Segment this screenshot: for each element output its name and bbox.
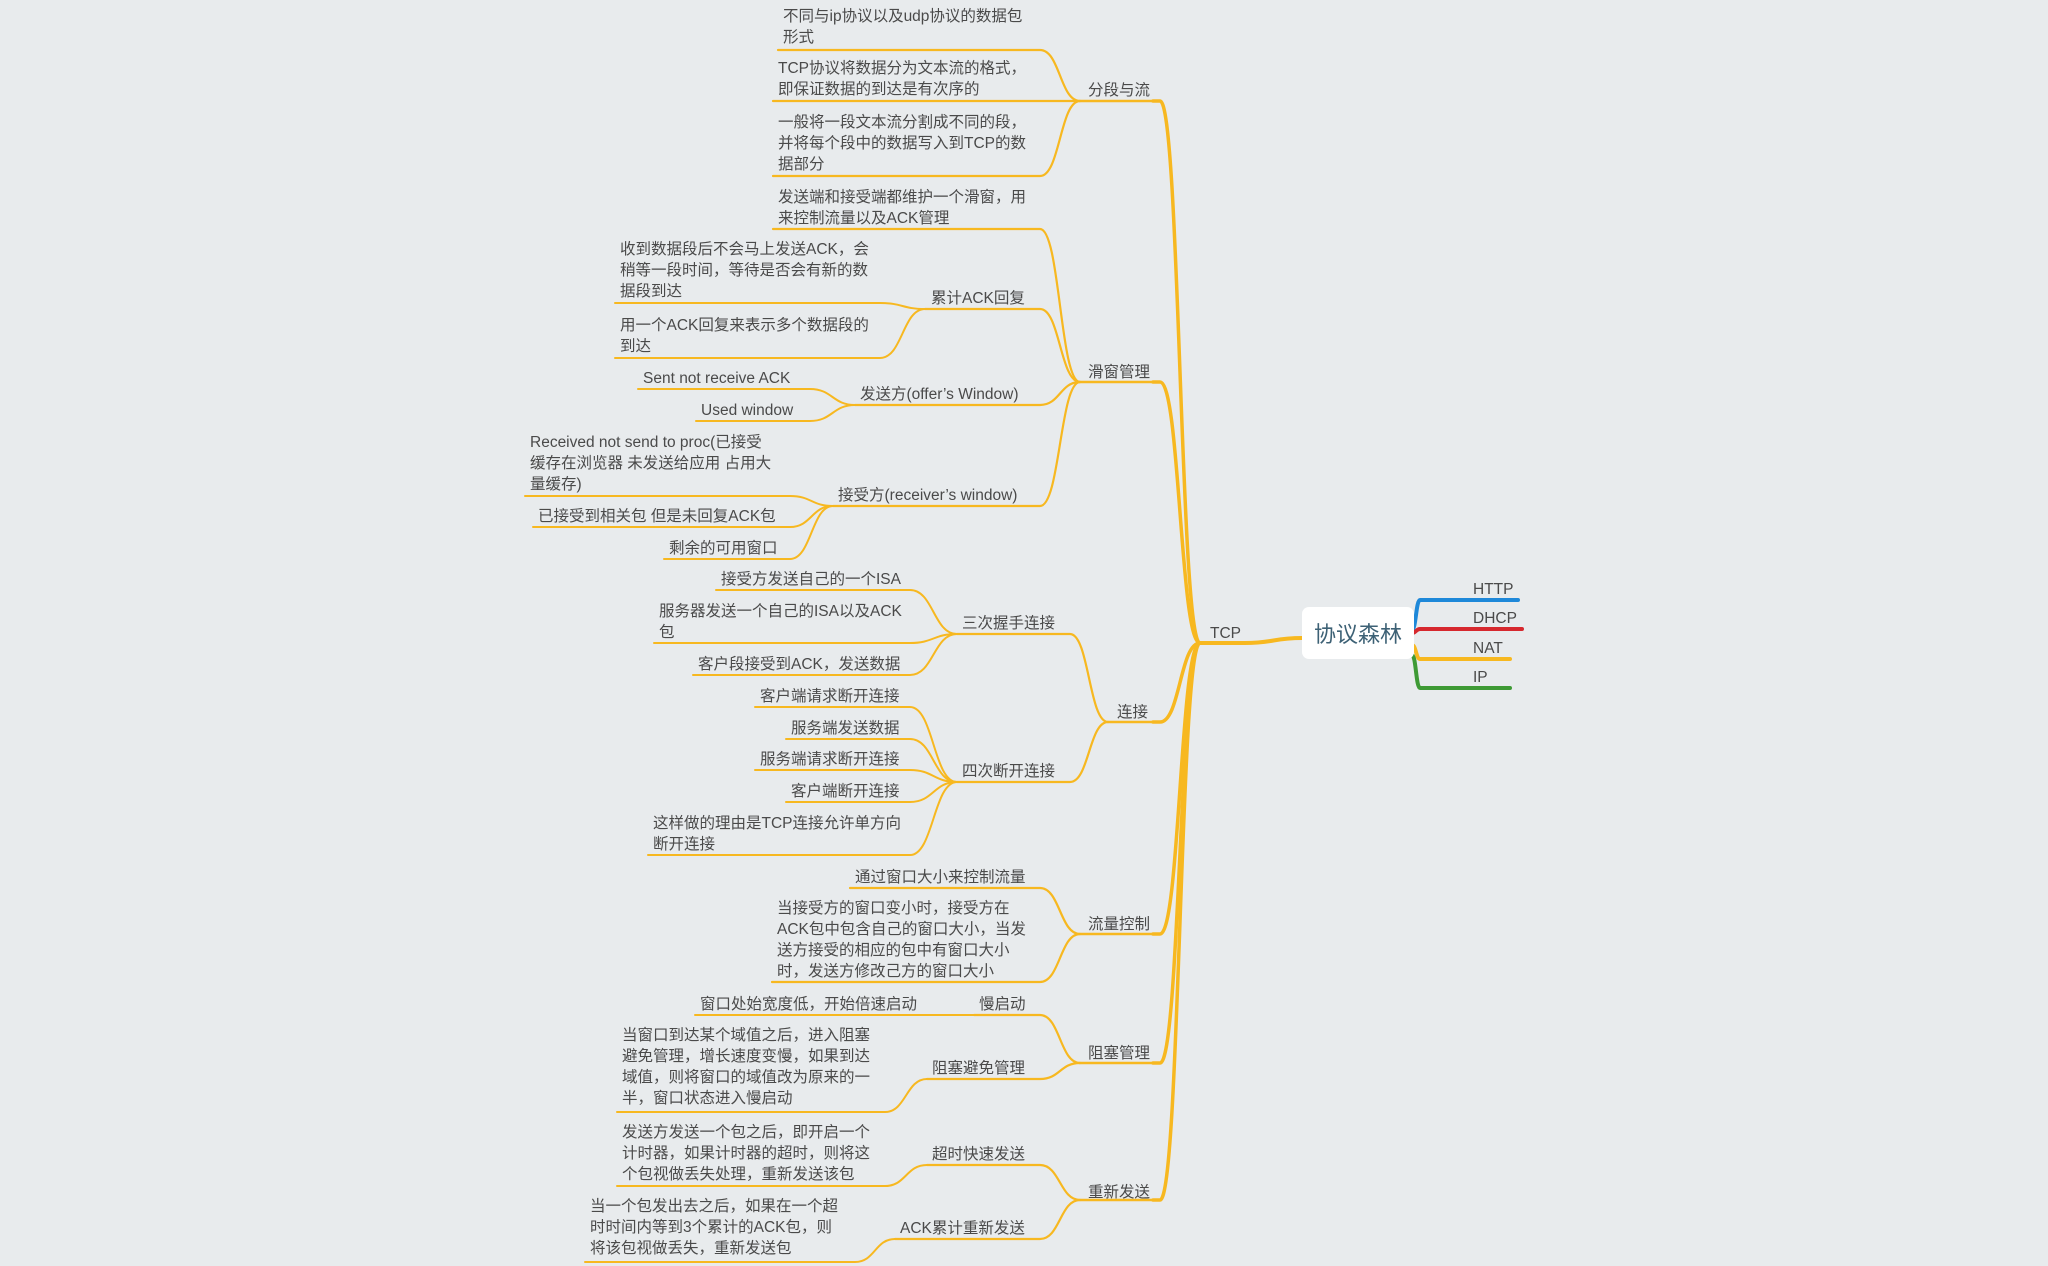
connector-line <box>955 632 1110 724</box>
leaf-node[interactable]: 已接受到相关包 但是未回复ACK包 <box>538 508 776 525</box>
connector-line <box>923 307 1082 384</box>
leaf-node[interactable]: 当接受方的窗口变小时，接受方在 ACK包中包含自己的窗口大小，当发 送方接受的相… <box>777 900 1026 980</box>
connector-line <box>770 932 1082 984</box>
leaf-node[interactable]: 窗口处始宽度低，开始倍速启动 <box>700 996 918 1013</box>
connector-line <box>692 633 958 676</box>
leaf-node[interactable]: 客户端请求断开连接 <box>760 688 900 705</box>
leaf-node[interactable]: 这样做的理由是TCP连接允许单方向 断开连接 <box>653 815 902 853</box>
leaf-node[interactable]: 发送方发送一个包之后，即开启一个 计时器，如果计时器的超时，则将这 个包视做丢失… <box>622 1124 871 1183</box>
topic-resend[interactable]: 重新发送 <box>1088 1184 1151 1201</box>
connector-line <box>663 505 834 560</box>
branch-nat[interactable]: NAT <box>1473 640 1503 657</box>
subtopic-ack[interactable]: 累计ACK回复 <box>931 290 1025 307</box>
connector-line <box>754 706 958 783</box>
connector-line <box>715 589 958 635</box>
connector-line <box>1151 380 1202 645</box>
connector-line <box>1410 653 1512 690</box>
subtopic-ack-resend[interactable]: ACK累计重新发送 <box>900 1220 1025 1237</box>
connector-line <box>853 380 1082 407</box>
connector-line <box>771 99 1082 178</box>
leaf-node[interactable]: TCP协议将数据分为文本流的格式， 即保证数据的到达是有次序的 <box>778 60 1027 98</box>
leaf-node[interactable]: 一般将一段文本流分割成不同的段， 并将每个段中的数据写入到TCP的数 据部分 <box>778 114 1027 173</box>
connector-line <box>1198 636 1304 645</box>
connector-line <box>754 769 958 783</box>
connector-line <box>955 720 1110 784</box>
connector-line <box>925 1061 1082 1081</box>
branch-dhcp[interactable]: DHCP <box>1473 610 1517 627</box>
leaf-node[interactable]: 服务端请求断开连接 <box>760 751 900 768</box>
topic-flow[interactable]: 流量控制 <box>1088 916 1151 933</box>
connector-line <box>785 738 958 783</box>
connector-line <box>893 1198 1082 1241</box>
leaf-node[interactable]: 当一个包发出去之后，如果在一个超 时时间内等到3个累计的ACK包，则 将该包视做… <box>590 1198 839 1257</box>
connector-line <box>614 302 926 310</box>
leaf-node[interactable]: 服务器发送一个自己的ISA以及ACK 包 <box>659 603 902 641</box>
connector-line <box>584 1238 896 1263</box>
connector-line <box>695 404 856 422</box>
leaf-node[interactable]: 客户段接受到ACK，发送数据 <box>698 656 901 673</box>
subtopic-sender[interactable]: 发送方(offer’s Window) <box>860 386 1019 403</box>
leaf-node[interactable]: Received not send to proc(已接受 缓存在浏览器 未发送… <box>530 434 772 493</box>
leaf-node[interactable]: 客户端断开连接 <box>791 783 900 800</box>
connector-line <box>616 1078 928 1113</box>
connector-line <box>771 227 1082 384</box>
topic-connection[interactable]: 连接 <box>1117 704 1149 721</box>
leaf-node[interactable]: 服务端发送数据 <box>791 720 900 737</box>
branch-http[interactable]: HTTP <box>1473 581 1514 598</box>
leaf-node[interactable]: 收到数据段后不会马上发送ACK，会 稍等一段时间，等待是否会有新的数 据段到达 <box>620 241 869 300</box>
connector-line <box>637 388 856 406</box>
subtopic-timeout[interactable]: 超时快速发送 <box>932 1146 1026 1163</box>
connector-line <box>831 380 1082 508</box>
leaf-node[interactable]: 通过窗口大小来控制流量 <box>855 869 1026 886</box>
leaf-node[interactable]: Sent not receive ACK <box>643 370 791 387</box>
connector-line <box>785 781 958 803</box>
connector-line <box>1151 641 1202 724</box>
connector-line <box>1151 641 1202 1202</box>
topic-window[interactable]: 滑窗管理 <box>1088 364 1151 381</box>
subtopic-avoid[interactable]: 阻塞避免管理 <box>932 1060 1026 1077</box>
leaf-node[interactable]: 当窗口到达某个域值之后，进入阻塞 避免管理，增长速度变慢，如果到达 域值，则将窗… <box>622 1027 871 1107</box>
connector-line <box>616 1164 928 1187</box>
connector-line <box>776 48 1082 103</box>
topic-congestion[interactable]: 阻塞管理 <box>1088 1045 1151 1062</box>
connector-line <box>524 495 834 507</box>
leaf-node[interactable]: 用一个ACK回复来表示多个数据段的 到达 <box>620 317 869 355</box>
connector-line <box>647 781 958 856</box>
topic-segment[interactable]: 分段与流 <box>1088 82 1151 99</box>
connector-line <box>1410 627 1524 635</box>
leaf-node[interactable]: Used window <box>701 402 794 419</box>
leaf-node[interactable]: 不同与ip协议以及udp协议的数据包 形式 <box>783 8 1023 46</box>
connector-line <box>972 1013 1082 1065</box>
connector-line <box>925 1163 1082 1202</box>
leaf-node[interactable]: 接受方发送自己的一个ISA <box>721 571 901 588</box>
branch-tcp[interactable]: TCP <box>1210 625 1241 642</box>
connector-line <box>1151 99 1202 645</box>
leaf-node[interactable]: 发送端和接受端都维护一个滑窗，用 来控制流量以及ACK管理 <box>778 189 1027 227</box>
subtopic-four-way[interactable]: 四次断开连接 <box>962 763 1056 780</box>
connector-line <box>848 886 1082 936</box>
root-node[interactable]: 协议森林 <box>1302 607 1414 659</box>
connector-line <box>614 308 926 359</box>
branch-ip[interactable]: IP <box>1473 669 1488 686</box>
subtopic-three-way[interactable]: 三次握手连接 <box>962 615 1056 632</box>
subtopic-slow-start[interactable]: 慢启动 <box>979 996 1026 1013</box>
subtopic-receiver[interactable]: 接受方(receiver’s window) <box>838 487 1018 504</box>
leaf-node[interactable]: 剩余的可用窗口 <box>669 540 778 557</box>
